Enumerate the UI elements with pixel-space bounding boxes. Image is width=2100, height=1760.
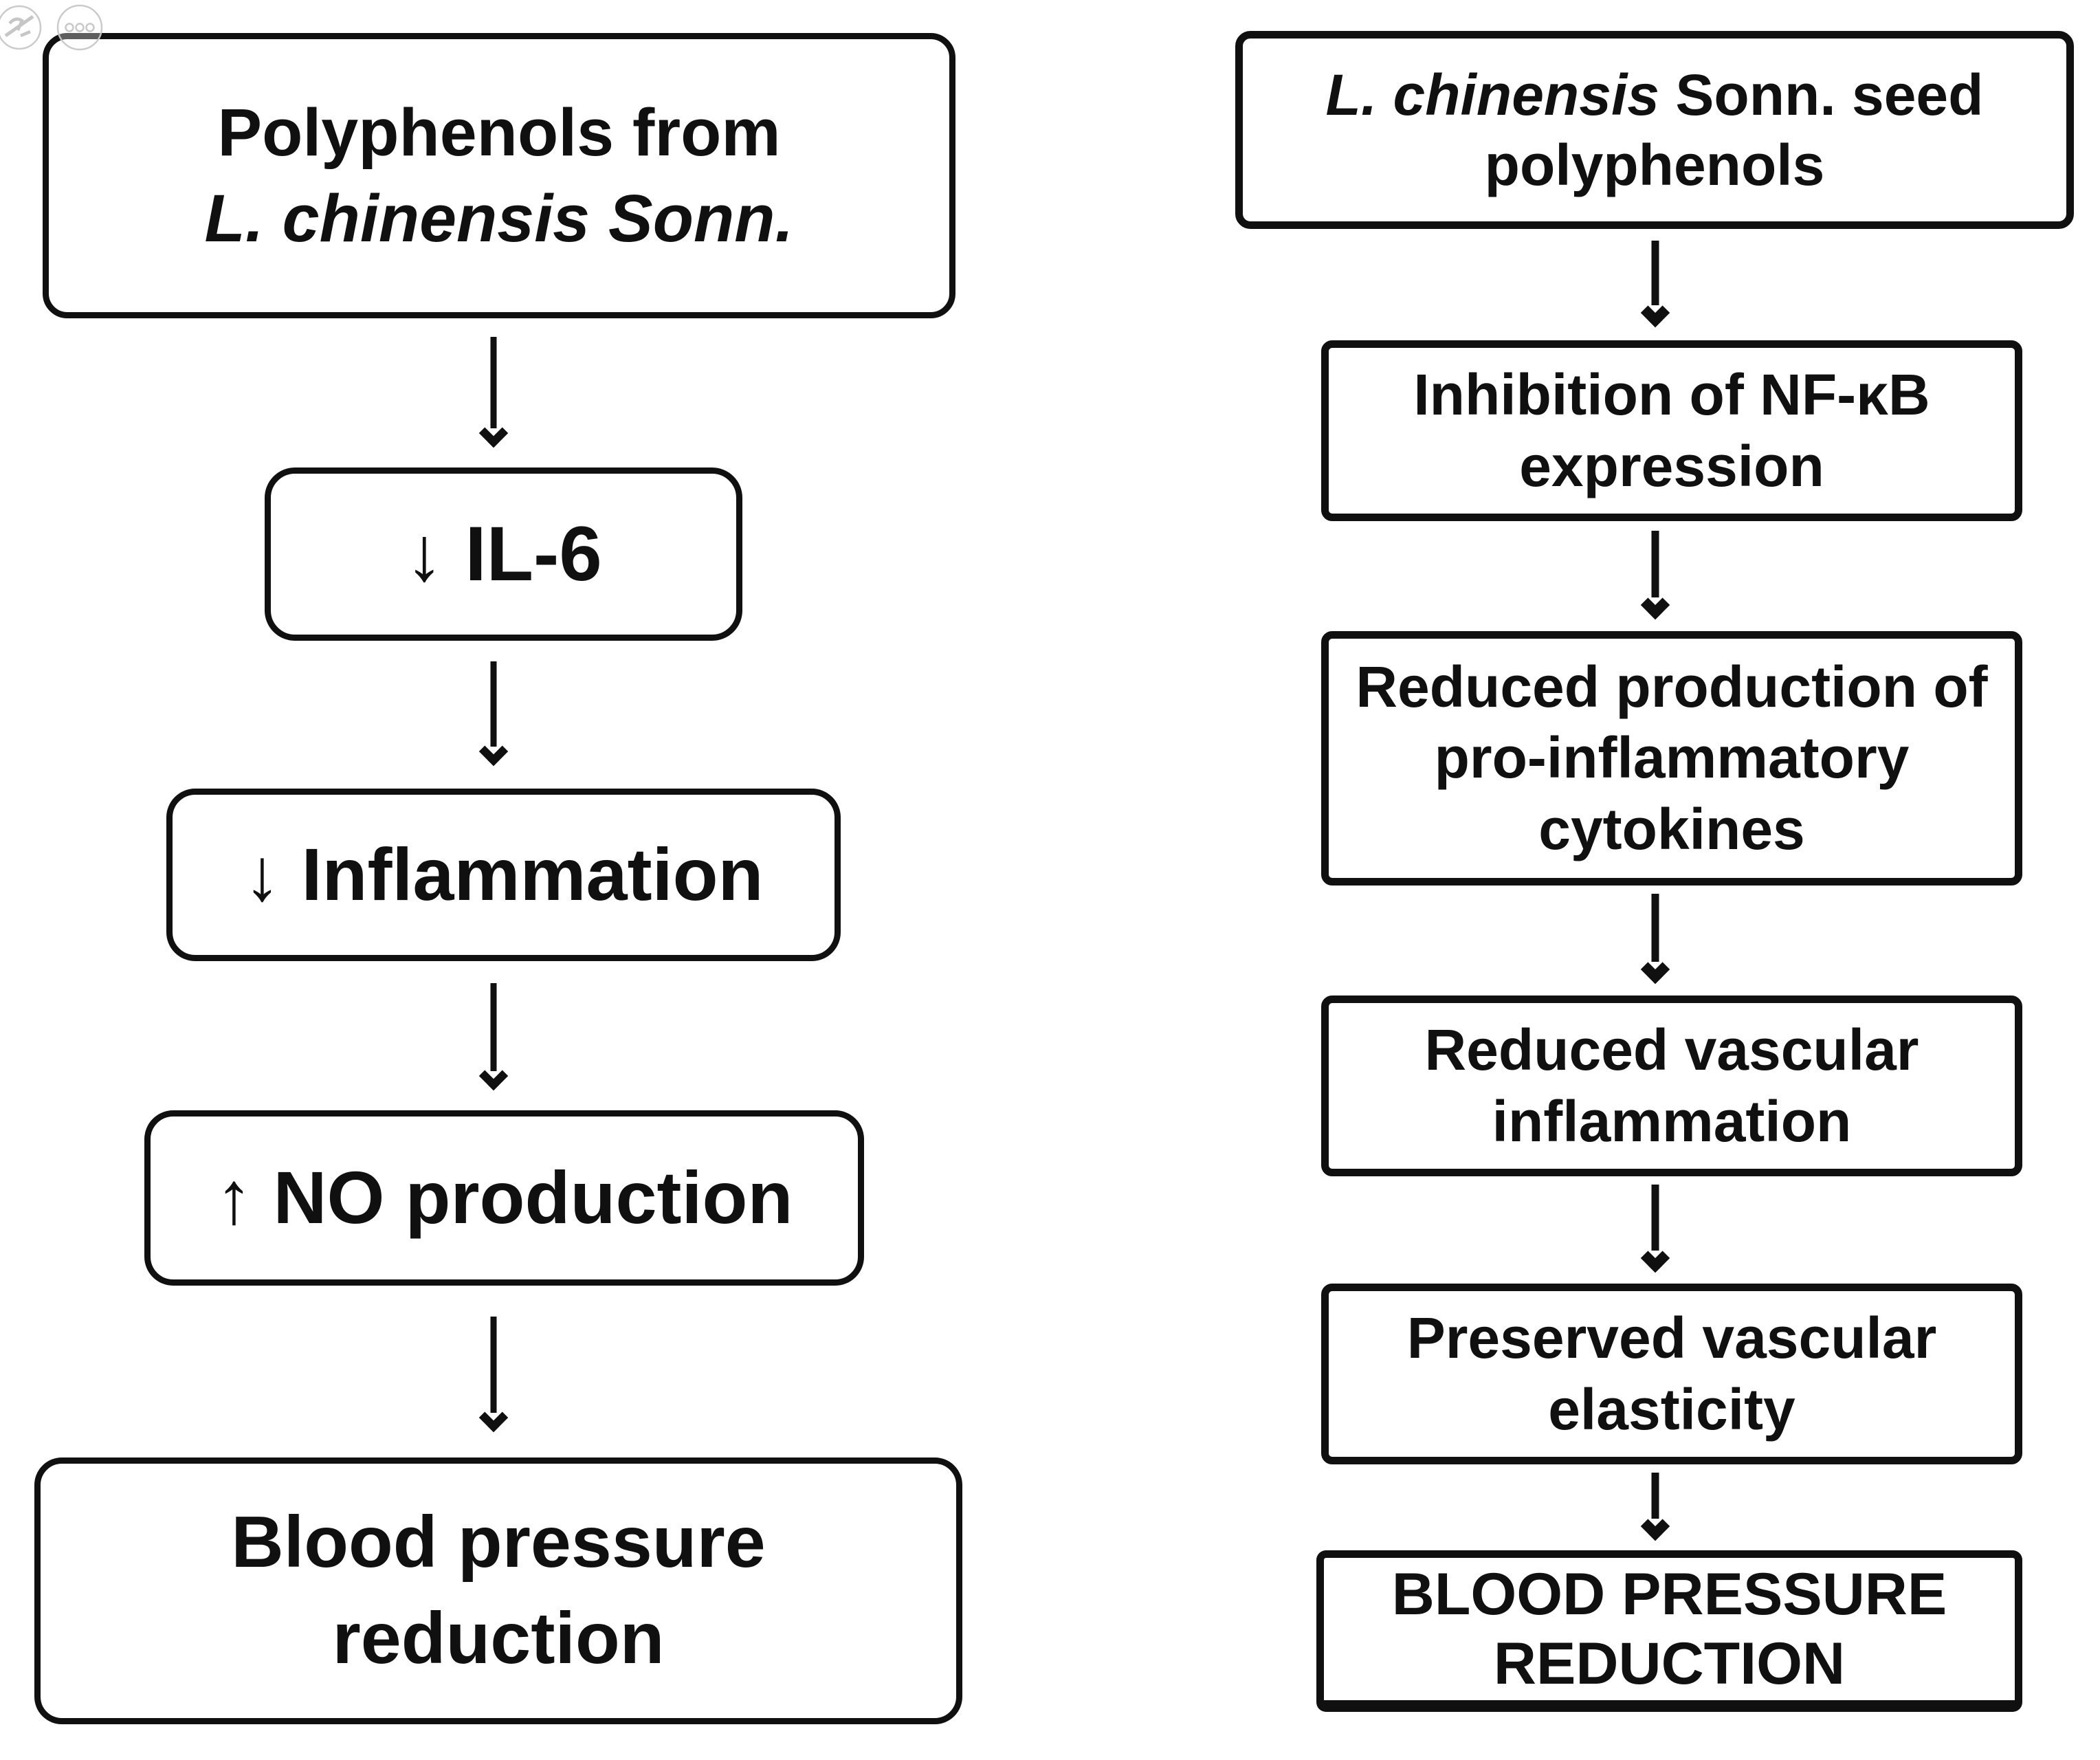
box-text-line: REDUCTION — [1493, 1630, 1846, 1697]
box-text-line: expression — [1519, 433, 1824, 498]
arrow-shaft — [490, 1317, 497, 1413]
box-text-line: Reduced production of — [1356, 654, 1988, 720]
arrow-head — [1640, 1511, 1670, 1541]
down-arrow-icon — [1640, 1473, 1670, 1543]
flow-box-polyphenols-source: Polyphenols from L. chinensis Sonn. — [43, 33, 955, 318]
box-text-line: ↑ NO production — [215, 1156, 793, 1240]
species-name: L. chinensis — [1325, 62, 1660, 127]
down-arrow-icon — [1640, 1185, 1670, 1275]
box-text-line: ↓ IL-6 — [405, 511, 602, 597]
down-arrow-icon — [478, 1317, 509, 1435]
arrow-head — [1640, 954, 1670, 984]
box-text-line: L. chinensis Sonn. seed — [1326, 60, 1984, 130]
box-text-line: cytokines — [1538, 796, 1805, 861]
box-text-line: Blood pressure — [231, 1502, 766, 1583]
arrow-head — [478, 1061, 509, 1091]
box-text-line: L. chinensis Sonn. — [204, 180, 794, 256]
box-text-line: BLOOD PRESSURE — [1391, 1561, 1947, 1627]
flow-box-cytokine-reduction: Reduced production of pro-inflammatory c… — [1321, 631, 2022, 886]
arrow-shaft — [1651, 1473, 1659, 1519]
viewer-watermarks — [0, 4, 103, 51]
arrow-head — [478, 1402, 509, 1433]
box-text-line: Preserved vascular — [1406, 1306, 1937, 1371]
box-text-line: reduction — [332, 1598, 665, 1679]
box-text-segment: Sonn. seed — [1659, 62, 1984, 127]
image-slash-icon — [0, 5, 42, 50]
arrow-head — [1640, 298, 1670, 328]
arrow-shaft — [1651, 894, 1659, 962]
flow-box-vascular-elasticity: Preserved vascular elasticity — [1321, 1284, 2022, 1464]
arrow-shaft — [490, 337, 497, 428]
box-text-line: pro-inflammatory — [1434, 725, 1910, 791]
flow-box-bp-reduction-final: BLOOD PRESSURE REDUCTION — [1316, 1550, 2022, 1712]
flow-box-inflammation: ↓ Inflammation — [166, 789, 841, 961]
arrow-shaft — [1651, 1185, 1659, 1251]
arrow-shaft — [490, 983, 497, 1071]
box-text-line: polyphenols — [1484, 133, 1825, 197]
flow-box-vascular-inflammation: Reduced vascular inflammation — [1321, 996, 2022, 1176]
arrow-head — [1640, 1243, 1670, 1273]
arrow-head — [1640, 590, 1670, 620]
down-arrow-icon — [1640, 894, 1670, 987]
arrow-shaft — [1651, 241, 1659, 305]
down-arrow-icon — [1640, 241, 1670, 330]
down-arrow-icon — [478, 337, 509, 450]
box-text-line: elasticity — [1548, 1376, 1795, 1442]
arrow-head — [478, 736, 509, 767]
box-text-line: Polyphenols from — [217, 95, 781, 170]
box-text-line: Inhibition of NF-κB — [1413, 362, 1930, 428]
arrow-head — [478, 418, 509, 448]
down-arrow-icon — [1640, 531, 1670, 622]
flow-box-blood-pressure-reduction: Blood pressure reduction — [34, 1458, 962, 1724]
down-arrow-icon — [478, 661, 509, 769]
box-text-line: inflammation — [1492, 1088, 1852, 1154]
box-text-line: Reduced vascular — [1424, 1018, 1919, 1083]
flow-box-il6: ↓ IL-6 — [265, 468, 742, 641]
arrow-shaft — [1651, 531, 1659, 597]
flow-box-nfkb-inhibition: Inhibition of NF-κB expression — [1321, 340, 2022, 521]
box-text-line: ↓ Inflammation — [243, 833, 764, 916]
ellipsis-icon — [56, 4, 103, 51]
arrow-shaft — [490, 661, 497, 747]
flow-box-no-production: ↑ NO production — [144, 1110, 864, 1286]
flow-box-seed-polyphenols: L. chinensis Sonn. seed polyphenols — [1235, 31, 2074, 229]
down-arrow-icon — [478, 983, 509, 1093]
